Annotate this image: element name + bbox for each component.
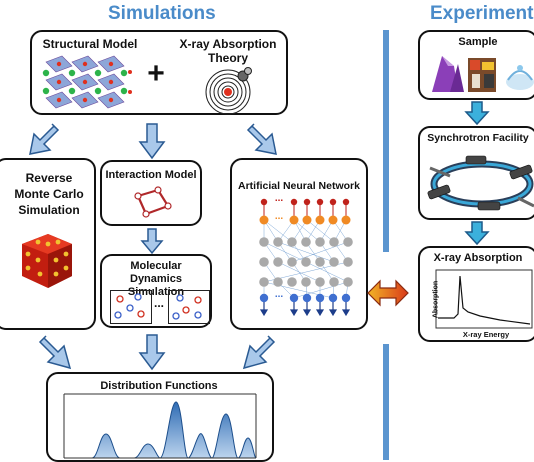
ann-ellipsis-mid: ... <box>274 211 284 222</box>
md-particles-2 <box>172 294 202 320</box>
ann-box: Artificial Neural Network <box>230 158 368 330</box>
arrow-to-absorption <box>464 221 490 246</box>
ann-label: Artificial Neural Network <box>238 180 360 192</box>
simulations-header: Simulations <box>108 3 216 24</box>
md-frame-2 <box>168 290 210 324</box>
arrow-to-ann <box>246 123 277 155</box>
arrow-rmc-to-distribution <box>38 335 72 370</box>
arrow-to-interaction <box>138 123 166 160</box>
xray-theory-icon <box>205 67 252 115</box>
interaction-network-icon <box>134 186 172 218</box>
md-ellipsis: ... <box>153 296 164 310</box>
sample-images <box>432 56 534 92</box>
rmc-label: Reverse Monte Carlo Simulation <box>14 171 84 217</box>
experiment-header: Experiment <box>430 3 534 24</box>
synchrotron-label: Synchrotron Facility <box>427 132 529 144</box>
distribution-functions-box: Distribution Functions <box>46 372 274 462</box>
sample-label: Sample <box>458 36 498 48</box>
arrow-ann-to-distribution <box>242 335 276 370</box>
absorption-x-axis-label: X-ray Energy <box>462 330 510 339</box>
distribution-curve <box>63 393 257 459</box>
dice-icon <box>22 234 72 288</box>
xray-absorption-label: X-ray Absorption <box>433 252 523 264</box>
xray-theory-label: X-ray Absorption Theory <box>179 37 277 65</box>
ann-ellipsis-bottom: ... <box>274 289 284 300</box>
ann-ellipsis-top: ... <box>274 193 284 204</box>
absorption-y-axis-label: Absorption <box>432 280 440 319</box>
arrow-to-rmc <box>29 123 60 155</box>
sample-box: Sample <box>418 30 534 100</box>
neural-network-icon <box>259 198 353 317</box>
interaction-model-label: Interaction Model <box>105 169 197 181</box>
xray-absorption-box: X-ray Absorption Absorption X-ray Energy <box>418 246 534 342</box>
distribution-label: Distribution Functions <box>100 380 218 392</box>
md-frame-1 <box>110 290 152 324</box>
molecular-dynamics-box: Molecular Dynamics Simulation ... <box>100 254 212 328</box>
arrow-to-md <box>140 228 164 255</box>
md-particles-1 <box>114 293 145 319</box>
crystal-structure-icon <box>42 55 132 109</box>
arrow-to-synchrotron <box>464 101 490 126</box>
absorption-spectrum <box>435 269 533 329</box>
arrow-md-to-distribution <box>138 334 166 371</box>
divider-bar-top <box>383 30 389 252</box>
md-label: Molecular Dynamics Simulation <box>127 260 185 298</box>
synchrotron-icon <box>427 155 534 211</box>
plus-sign: + <box>147 57 165 90</box>
interaction-model-box: Interaction Model <box>100 160 202 226</box>
synchrotron-box: Synchrotron Facility <box>418 126 534 220</box>
bidirectional-arrow <box>367 279 409 307</box>
structural-model-box: Structural Model + X-ray Absorption Theo… <box>30 30 288 115</box>
structural-model-label: Structural Model <box>42 37 138 51</box>
reverse-monte-carlo-box: Reverse Monte Carlo Simulation <box>0 158 96 330</box>
divider-bar-bottom <box>383 344 389 460</box>
